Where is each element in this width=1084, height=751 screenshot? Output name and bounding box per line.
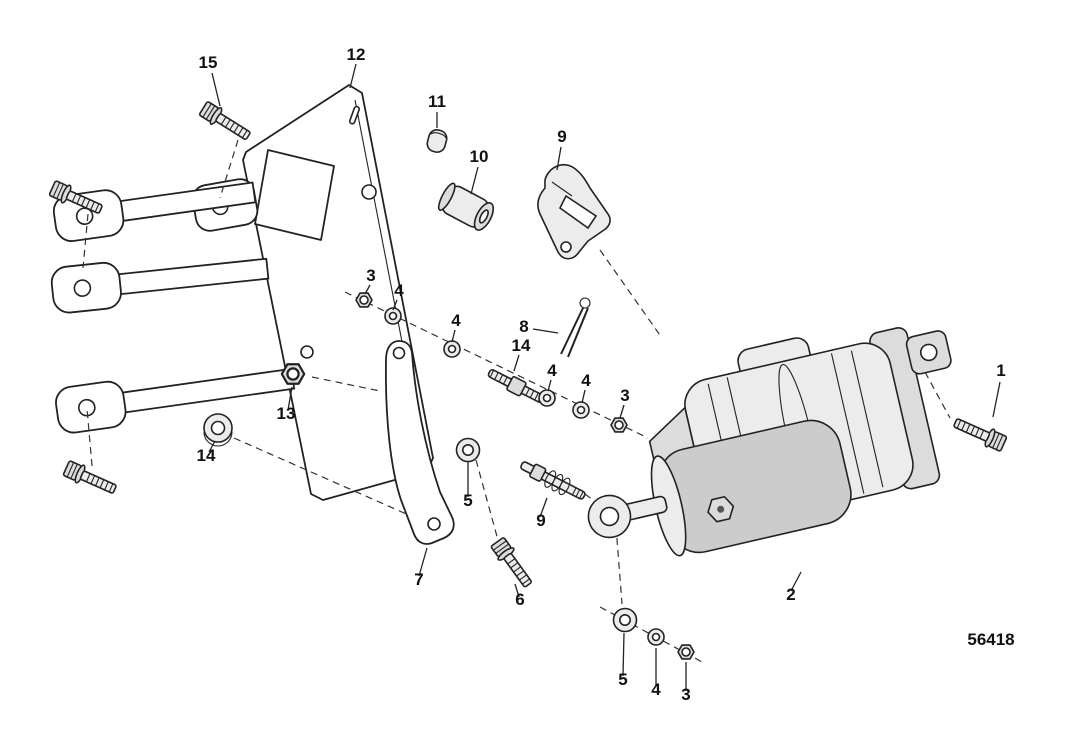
nut-3 xyxy=(355,292,373,308)
washer-4 xyxy=(647,628,665,646)
nut-3 xyxy=(610,417,628,433)
bracket-slot xyxy=(348,105,360,125)
callout-14a: 14 xyxy=(512,336,531,355)
callout-9b: 9 xyxy=(536,511,545,530)
callout-4c: 4 xyxy=(547,361,557,380)
bracket-ear-lower xyxy=(55,367,296,434)
callout-12: 12 xyxy=(347,45,366,64)
callout-4a: 4 xyxy=(394,281,404,300)
assembly-axis-lines xyxy=(82,139,951,664)
bolt-15 xyxy=(197,99,255,145)
callout-1: 1 xyxy=(996,361,1005,380)
callout-7: 7 xyxy=(414,570,423,589)
nut-3 xyxy=(677,644,695,660)
mounting-bracket-12 xyxy=(50,84,434,501)
plug-11 xyxy=(426,129,448,153)
callout-4b: 4 xyxy=(451,311,461,330)
washer-5 xyxy=(612,607,638,633)
callout-15: 15 xyxy=(199,53,218,72)
nut-13 xyxy=(280,363,306,385)
callout-11: 11 xyxy=(428,92,446,111)
callout-4e: 4 xyxy=(651,680,661,699)
hex-plug xyxy=(707,495,735,523)
sleeve-10 xyxy=(437,182,495,231)
shift-assist-assembly-2 xyxy=(587,327,952,557)
callout-2: 2 xyxy=(786,585,795,604)
bolt-6 xyxy=(488,535,537,592)
callout-6: 6 xyxy=(515,590,524,609)
retainer-clip-9 xyxy=(537,164,611,260)
washer-4 xyxy=(538,389,556,407)
callout-5a: 5 xyxy=(463,491,472,510)
stud-spring-9 xyxy=(520,461,586,500)
bracket-ear-upper xyxy=(52,181,257,242)
callout-9a: 9 xyxy=(557,127,566,146)
washer-5 xyxy=(455,437,481,463)
callout-4d: 4 xyxy=(581,371,591,390)
stud-14 xyxy=(487,369,545,403)
bushing-14 xyxy=(203,413,233,447)
washer-4 xyxy=(384,307,402,325)
washer-4 xyxy=(572,401,590,419)
callout-5b: 5 xyxy=(618,670,627,689)
callout-14b: 14 xyxy=(197,446,216,465)
callout-10: 10 xyxy=(470,147,489,166)
callout-3c: 3 xyxy=(681,685,690,704)
callout-8: 8 xyxy=(519,317,528,336)
shift-lever-7 xyxy=(384,340,455,545)
callout-leader-lines xyxy=(208,63,1001,691)
callout-3b: 3 xyxy=(620,386,629,405)
bolt-left-lower xyxy=(61,458,120,499)
callout-3a: 3 xyxy=(366,266,375,285)
bracket-ear-middle xyxy=(50,257,270,314)
callout-13: 13 xyxy=(277,404,296,423)
washer-4 xyxy=(443,340,461,358)
bracket-hole xyxy=(361,184,377,200)
bracket-notch xyxy=(254,149,335,241)
drawing-number: 56418 xyxy=(967,630,1014,649)
bolt-1 xyxy=(950,413,1009,454)
cotter-pin-8 xyxy=(560,297,591,358)
bracket-hole xyxy=(300,345,314,359)
